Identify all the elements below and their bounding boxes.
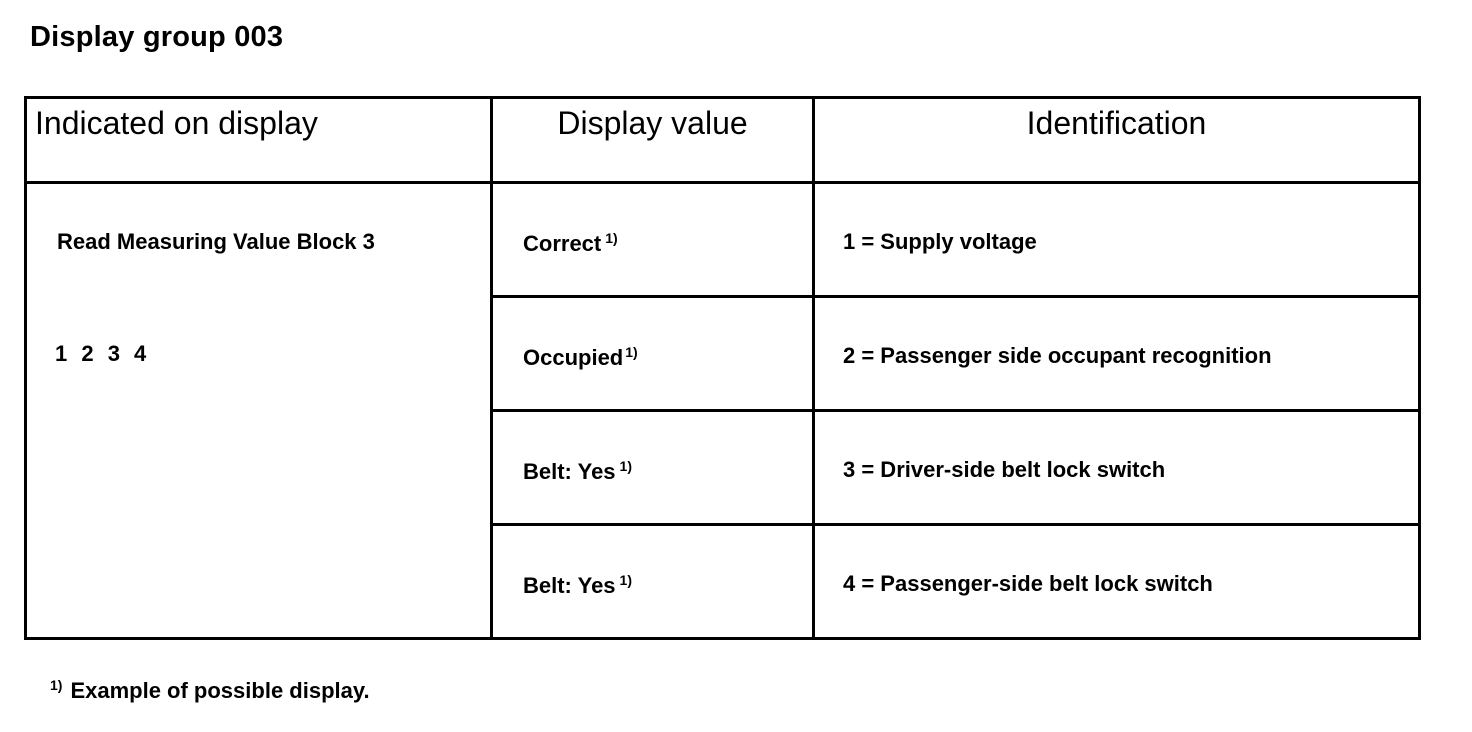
display-value-label: Belt: Yes: [523, 573, 616, 598]
indicated-main-label: Read Measuring Value Block 3: [57, 229, 375, 254]
footnote-marker-icon: 1): [625, 343, 638, 360]
header-cell-indicated: Indicated on display: [24, 96, 493, 184]
footnote-marker-icon: 1): [619, 571, 632, 588]
header-label-indicated: Indicated on display: [35, 105, 318, 141]
identification-label: 3 = Driver-side belt lock switch: [843, 457, 1166, 482]
footnote-marker-icon: 1): [605, 229, 618, 246]
identification-label: 4 = Passenger-side belt lock switch: [843, 571, 1213, 596]
cell-identification: 1 = Supply voltage: [812, 181, 1421, 298]
page-title: Display group 003: [30, 21, 284, 53]
footnote: 1) Example of possible display.: [50, 678, 370, 704]
cell-identification: 4 = Passenger-side belt lock switch: [812, 523, 1421, 640]
identification-label: 2 = Passenger side occupant recognition: [843, 343, 1272, 368]
indicated-numbers-label: 1 2 3 4: [55, 341, 151, 366]
display-value-label: Correct: [523, 231, 602, 256]
identification-label: 1 = Supply voltage: [843, 229, 1037, 254]
display-value-label: Occupied: [523, 345, 624, 370]
footnote-marker-icon: 1): [619, 457, 632, 474]
display-group-table: Indicated on display Display value Ident…: [24, 96, 1421, 640]
cell-identification: 3 = Driver-side belt lock switch: [812, 409, 1421, 526]
cell-identification: 2 = Passenger side occupant recognition: [812, 295, 1421, 412]
header-cell-identification: Identification: [812, 96, 1421, 184]
header-cell-display-value: Display value: [490, 96, 815, 184]
header-label-display-value: Display value: [557, 105, 748, 141]
cell-indicated-on-display: Read Measuring Value Block 3 1 2 3 4: [24, 181, 493, 640]
footnote-marker-icon: 1): [50, 676, 63, 693]
footnote-text: Example of possible display.: [70, 678, 370, 703]
table-header-row: Indicated on display Display value Ident…: [24, 96, 1421, 184]
display-value-label: Belt: Yes: [523, 459, 616, 484]
table-row: Read Measuring Value Block 3 1 2 3 4 Cor…: [24, 181, 1421, 640]
header-label-identification: Identification: [1026, 105, 1207, 141]
